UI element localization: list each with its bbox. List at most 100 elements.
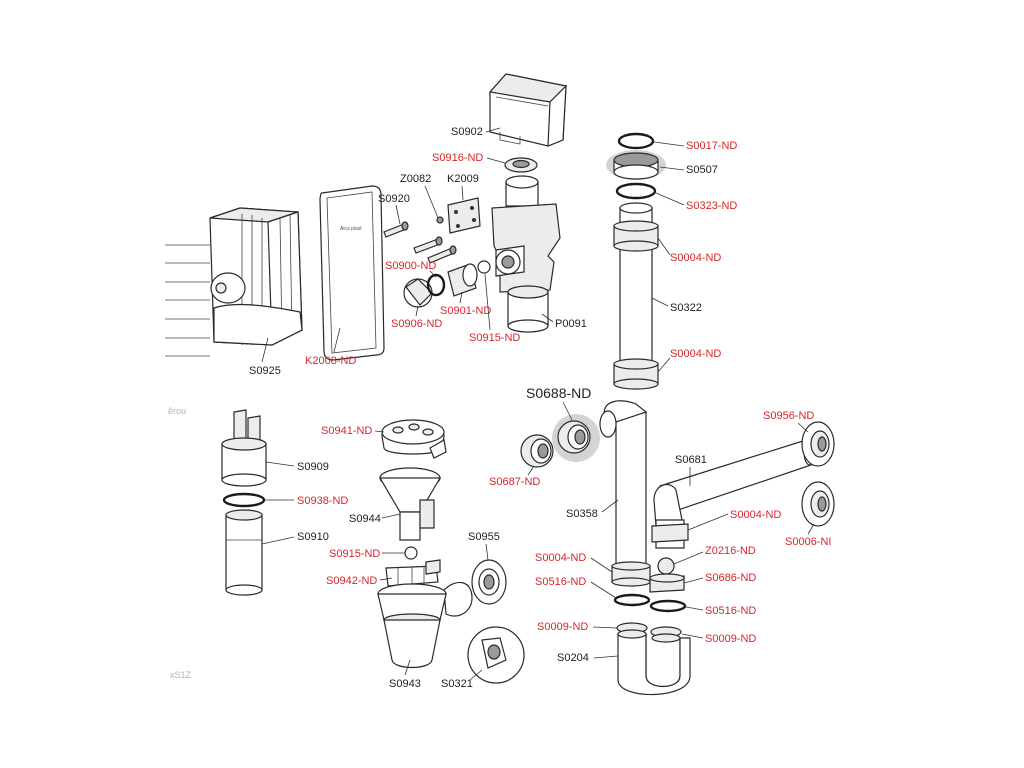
leader-s0942 [379, 577, 393, 581]
leader-s0516-b [685, 606, 704, 611]
part-s0915-ball-top [477, 260, 491, 274]
label-s0516-nd-b: S0516-ND [705, 605, 756, 617]
leader-p0091 [541, 313, 554, 323]
label-s0681: S0681 [675, 454, 707, 466]
leader-s0323 [655, 192, 685, 206]
label-s0004-nd-a: S0004-ND [670, 252, 721, 264]
part-s0909-connector [221, 409, 267, 487]
leader-s0902 [485, 127, 501, 133]
leader-s0004-a [657, 237, 671, 256]
leader-s0687 [527, 465, 535, 476]
part-s0017-gasket [617, 132, 655, 150]
label-s0009-nd-a: S0009-ND [537, 621, 588, 633]
part-s0686-nut [649, 573, 685, 593]
part-s0323-gasket [615, 182, 657, 200]
leader-s0915-top [484, 273, 491, 331]
label-s0687-nd: S0687-ND [489, 476, 540, 488]
part-s0901-nut [447, 263, 478, 297]
label-s0017-nd: S0017-ND [686, 140, 737, 152]
part-k2009-bracket [447, 197, 481, 234]
label-s0006-nd: S0006-NI [785, 536, 831, 548]
leader-s0941 [374, 430, 385, 433]
leader-s0688 [562, 401, 573, 421]
label-z0216-nd: Z0216-ND [705, 545, 756, 557]
leader-s0006 [807, 523, 815, 535]
part-s0321-rosette [467, 626, 525, 684]
label-s0688-nd: S0688-ND [526, 385, 591, 401]
label-s0004-nd-d: S0004-ND [535, 552, 586, 564]
label-s0944: S0944 [349, 513, 381, 525]
leader-s0944 [381, 513, 401, 519]
label-s0507: S0507 [686, 164, 718, 176]
label-s0943: S0943 [389, 678, 421, 690]
leader-s0955 [485, 543, 489, 561]
label-s0956-nd: S0956-ND [763, 410, 814, 422]
leader-s0916 [486, 157, 506, 164]
faint-text-xs1z: xS1Z [170, 670, 192, 680]
leader-s0004-d [590, 557, 613, 573]
part-s0688-nut [552, 414, 600, 462]
label-s0909: S0909 [297, 461, 329, 473]
label-s0920: S0920 [378, 193, 410, 205]
leader-s0901 [459, 291, 463, 304]
label-s0204: S0204 [557, 652, 589, 664]
label-s0915-nd-bottom: S0915-ND [329, 548, 380, 560]
label-s0955: S0955 [468, 531, 500, 543]
label-s0915-nd-top: S0915-ND [469, 332, 520, 344]
part-s0943-siphon [377, 581, 473, 669]
part-s0006-rosette [801, 481, 835, 527]
leader-s0925 [261, 337, 269, 363]
leader-s0906 [415, 305, 419, 317]
leader-s0686 [683, 577, 704, 584]
label-s0004-nd-c: S0004-ND [730, 509, 781, 521]
leader-s0009-b [681, 633, 704, 639]
part-s0955-rosette [471, 559, 507, 605]
leader-s0909 [265, 461, 295, 467]
leader-s0321 [469, 669, 483, 681]
part-s0358-pipe [599, 400, 651, 587]
label-s0516-nd-a: S0516-ND [535, 576, 586, 588]
label-s0938-nd: S0938-ND [297, 495, 348, 507]
label-s0322: S0322 [670, 302, 702, 314]
label-s0942-nd: S0942-ND [326, 575, 377, 587]
leader-s0920 [395, 204, 401, 225]
label-s0009-nd-b: S0009-ND [705, 633, 756, 645]
leader-s0516-a [590, 581, 617, 599]
part-s0906-cap [403, 278, 433, 308]
label-s0925: S0925 [249, 365, 281, 377]
part-z0082-screws [413, 216, 457, 264]
part-s0902-cover [488, 73, 568, 147]
leader-s0956 [797, 422, 809, 433]
leader-s0322 [651, 297, 669, 307]
leader-z0082 [424, 185, 439, 219]
leader-s0910 [261, 536, 295, 545]
faint-text-erou: êrou [168, 406, 186, 416]
label-s0916-nd: S0916-ND [432, 152, 483, 164]
label-z0082: Z0082 [400, 173, 431, 185]
leader-s0009-a [592, 626, 618, 629]
part-s0942-insert [385, 559, 441, 587]
part-p0091-valve [491, 175, 561, 333]
leader-s0004-c [687, 513, 729, 531]
part-s0938-oring [222, 492, 266, 508]
label-s0686-nd: S0686-ND [705, 572, 756, 584]
part-k2008-panel: Alca plast [319, 185, 385, 361]
leader-z0216 [673, 551, 704, 565]
leader-s0004-b [657, 357, 671, 373]
part-s0507-plug [606, 150, 666, 180]
part-s0900-oring [426, 273, 446, 297]
part-s0956-rosette [801, 421, 835, 467]
part-s0941-cap [381, 419, 447, 459]
part-s0204-siphon [617, 629, 691, 696]
leader-s0507 [659, 166, 685, 171]
label-s0901-nd: S0901-ND [440, 305, 491, 317]
part-s0920-screw [383, 221, 409, 238]
part-s0916-gasket [504, 157, 538, 173]
label-p0091: P0091 [555, 318, 587, 330]
label-s0906-nd: S0906-ND [391, 318, 442, 330]
part-s0322-pipe [613, 202, 659, 390]
panel-logo: Alca plast [340, 226, 362, 232]
label-s0323-nd: S0323-ND [686, 200, 737, 212]
part-s0944-funnel [378, 467, 442, 541]
part-s0925-box [165, 207, 303, 357]
